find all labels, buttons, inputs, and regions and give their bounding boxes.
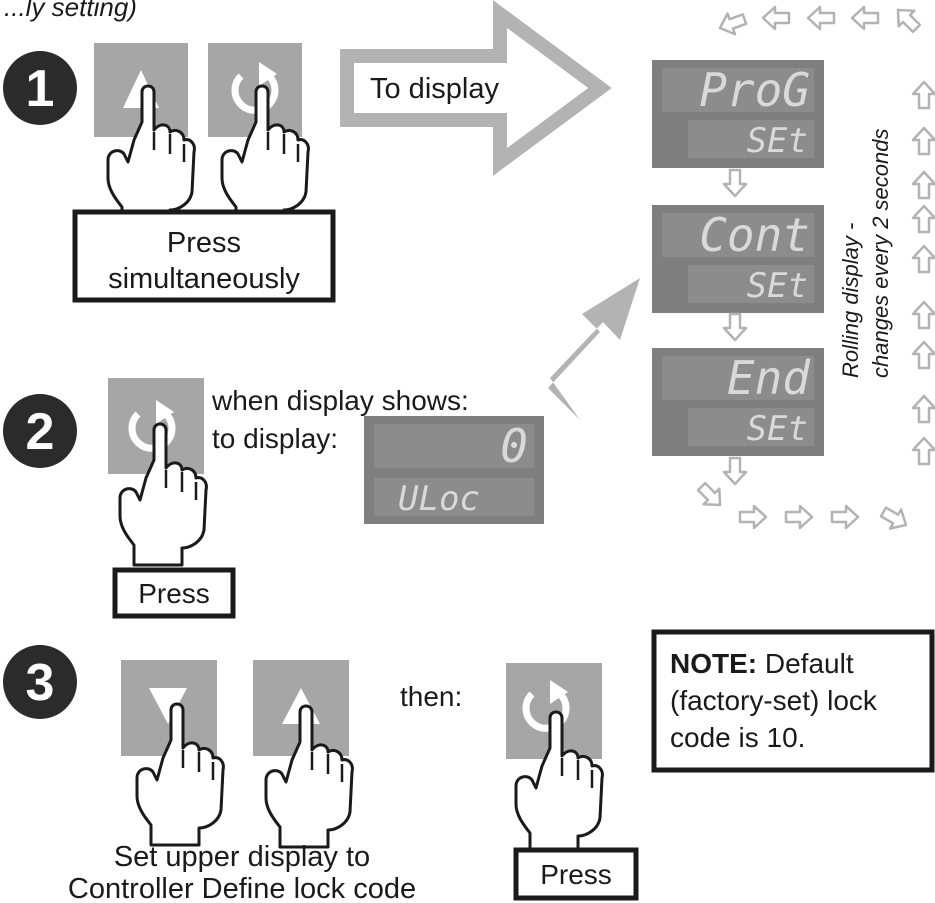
step-1-label-box: [72, 209, 336, 303]
step-2-text-line1: when display shows:: [211, 385, 469, 416]
display-lower-text: SEt: [747, 409, 808, 449]
step-2: 2 Press when display shows: to display: …: [3, 278, 640, 619]
step-2-number: 2: [26, 403, 55, 461]
down-arrow-icon: [722, 312, 748, 342]
up-arrow-icon: [911, 204, 935, 234]
rolling-display: ProG SEt Cont SEt End SEt: [652, 0, 935, 536]
down-arrow-icon: [722, 456, 748, 486]
right-arrow-icon: [692, 477, 730, 515]
display-lower-text: SEt: [747, 121, 808, 161]
to-display-text: To display: [370, 73, 499, 105]
note-line2: (factory-set) lock: [670, 685, 878, 716]
note-box: NOTE: Default (factory-set) lock code is…: [651, 629, 935, 773]
step-2-press-box: [112, 567, 236, 619]
to-display-arrow: [340, 0, 612, 176]
then-label: then:: [400, 681, 462, 712]
step-2-badge: [3, 394, 77, 468]
up-arrow-icon: [911, 170, 935, 200]
display-upper-text: Cont: [699, 208, 810, 262]
step-1: 1 Press simultaneously To display: [3, 0, 612, 303]
right-arrow-icon: [784, 504, 814, 530]
left-arrow-icon: [806, 5, 836, 31]
right-arrow-icon: [830, 504, 860, 530]
note-line1-text: Default: [757, 648, 854, 679]
note-line1: NOTE: Default: [670, 648, 854, 679]
step-3-caption-line1: Set upper display to: [114, 841, 370, 873]
left-arrow-icon: [888, 0, 926, 38]
step-3-caption-line2: Controller Define lock code: [68, 873, 416, 903]
up-arrow-icon: [911, 436, 935, 466]
step-3-number: 3: [26, 654, 55, 712]
left-arrow-icon: [714, 7, 750, 40]
up-arrow-icon: [911, 80, 935, 110]
diagonal-arrow: [548, 278, 640, 420]
right-arrow-icon: [876, 501, 913, 536]
note-bold-label: NOTE:: [670, 648, 757, 679]
display-lower-text: ULoc: [398, 479, 480, 519]
step-2-text-line2: to display:: [212, 423, 338, 454]
step-1-badge: [3, 51, 77, 125]
step-3-press-label: Press: [540, 859, 612, 890]
rolling-caption-line2: changes every 2 seconds: [868, 129, 893, 379]
step-2-press-label: Press: [138, 578, 210, 609]
down-arrow-icon: [149, 688, 187, 724]
header-partial-text: ...ly setting): [4, 0, 137, 22]
display-lower-text: SEt: [747, 266, 808, 306]
up-arrow-icon: [911, 394, 935, 424]
step-3: 3 then: Press Set upper display to Contr…: [3, 645, 639, 903]
left-arrow-icon: [850, 5, 880, 31]
left-arrow-icon: [761, 5, 791, 31]
up-arrow-icon: [911, 340, 935, 370]
down-arrow-icon: [722, 168, 748, 198]
display-upper-text: ProG: [699, 63, 810, 117]
rolling-caption-line1: Rolling display -: [838, 223, 863, 378]
step-1-number: 1: [26, 60, 55, 118]
up-arrow-icon: [911, 244, 935, 274]
up-arrow-icon: [911, 126, 935, 156]
step-3-badge: [3, 645, 77, 719]
display-upper-text: End: [727, 351, 811, 405]
step-3-press-box: [513, 847, 639, 901]
note-line3: code is 10.: [670, 722, 805, 753]
right-arrow-icon: [738, 504, 768, 530]
up-arrow-icon: [911, 300, 935, 330]
display-upper-text: 0: [500, 419, 528, 473]
step-1-label-line1: Press: [167, 227, 241, 259]
step-1-label-line2: simultaneously: [108, 263, 300, 295]
